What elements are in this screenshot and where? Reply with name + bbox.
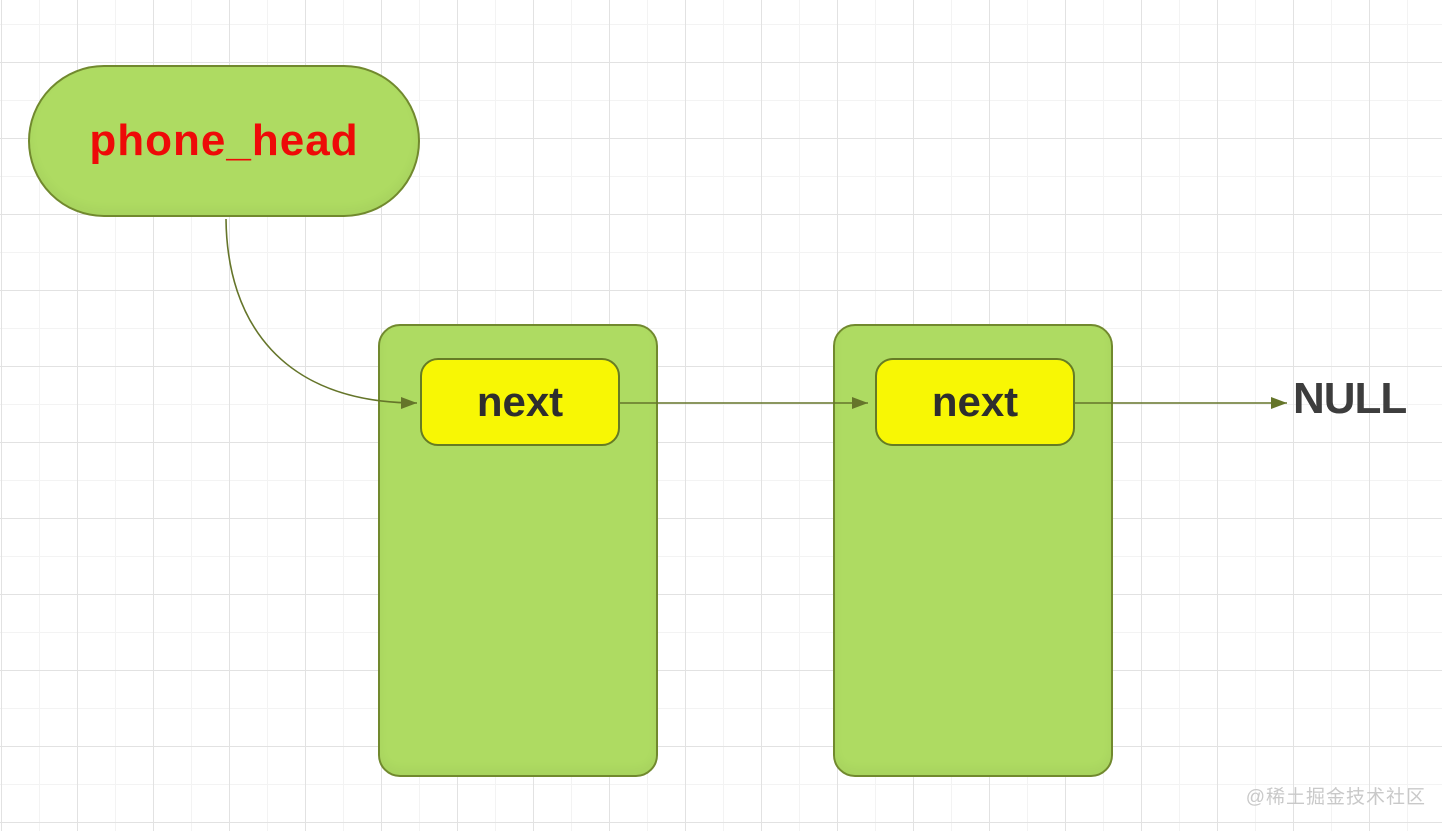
watermark: @稀土掘金技术社区 [1245, 787, 1426, 808]
next-field-1-label: next [476, 378, 564, 425]
head-node: phone_head [28, 65, 420, 217]
next-field-1: next [420, 358, 620, 446]
list-node-1: next [378, 324, 658, 777]
list-node-2: next [833, 324, 1113, 777]
next-field-2-label: next [931, 378, 1019, 425]
head-node-label: phone_head [89, 116, 359, 165]
next-field-2: next [875, 358, 1075, 446]
null-terminator-label: NULL [1293, 374, 1407, 423]
